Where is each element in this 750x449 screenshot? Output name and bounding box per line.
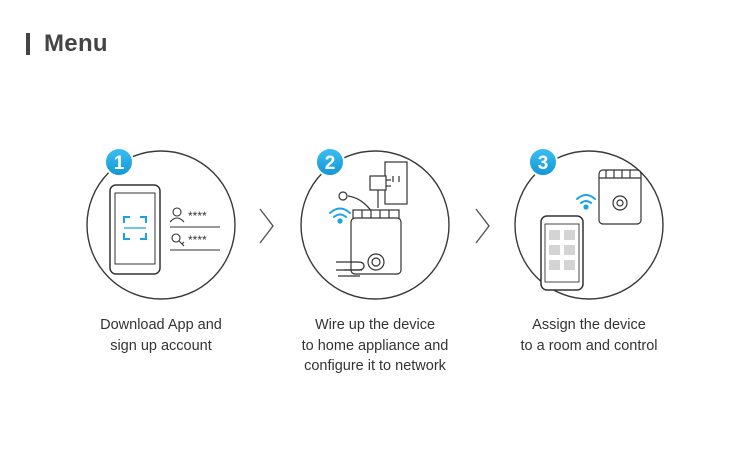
step-1-badge: 1 (104, 147, 134, 177)
step-3-caption: Assign the device to a room and control (489, 315, 689, 356)
step-2-badge: 2 (315, 147, 345, 177)
step-3-number: 3 (538, 153, 549, 174)
phone-login-icon (109, 184, 161, 275)
user-icon (169, 207, 185, 223)
username-mask: **** (188, 209, 207, 223)
caption-line: Assign the device (532, 317, 646, 333)
chevron-right-icon (475, 208, 490, 244)
wifi-icon (576, 194, 596, 210)
page-title: Menu (44, 30, 108, 57)
step-2-circle (300, 150, 450, 300)
caption-line: to a room and control (520, 337, 658, 354)
scan-frame-icon (123, 216, 147, 240)
step-2: 2 (300, 147, 450, 300)
step-3: 3 (514, 147, 664, 300)
password-mask: **** (188, 233, 207, 247)
step-2-caption: Wire up the device to home appliance and… (275, 315, 475, 377)
caption-line: sign up account (110, 337, 212, 354)
caption-line: Download App and (100, 317, 222, 333)
key-icon (171, 233, 185, 247)
caption-line: to home appliance and (301, 337, 449, 354)
step-1-circle (86, 150, 236, 300)
wiring-icon (336, 161, 408, 277)
step-1: **** **** 1 (86, 147, 236, 300)
step-3-circle (514, 150, 664, 300)
step-1-caption: Download App and sign up account (61, 315, 261, 356)
wifi-icon (329, 207, 351, 224)
phone-device-control-icon (540, 169, 642, 291)
step-1-number: 1 (114, 153, 125, 174)
page-header: Menu (26, 30, 108, 58)
caption-line: Wire up the device (314, 317, 436, 333)
caption-line: configure it to network (304, 358, 446, 374)
step-3-badge: 3 (528, 147, 558, 177)
header-accent-bar (26, 33, 30, 55)
step-2-number: 2 (325, 153, 336, 174)
chevron-right-icon (259, 208, 274, 244)
